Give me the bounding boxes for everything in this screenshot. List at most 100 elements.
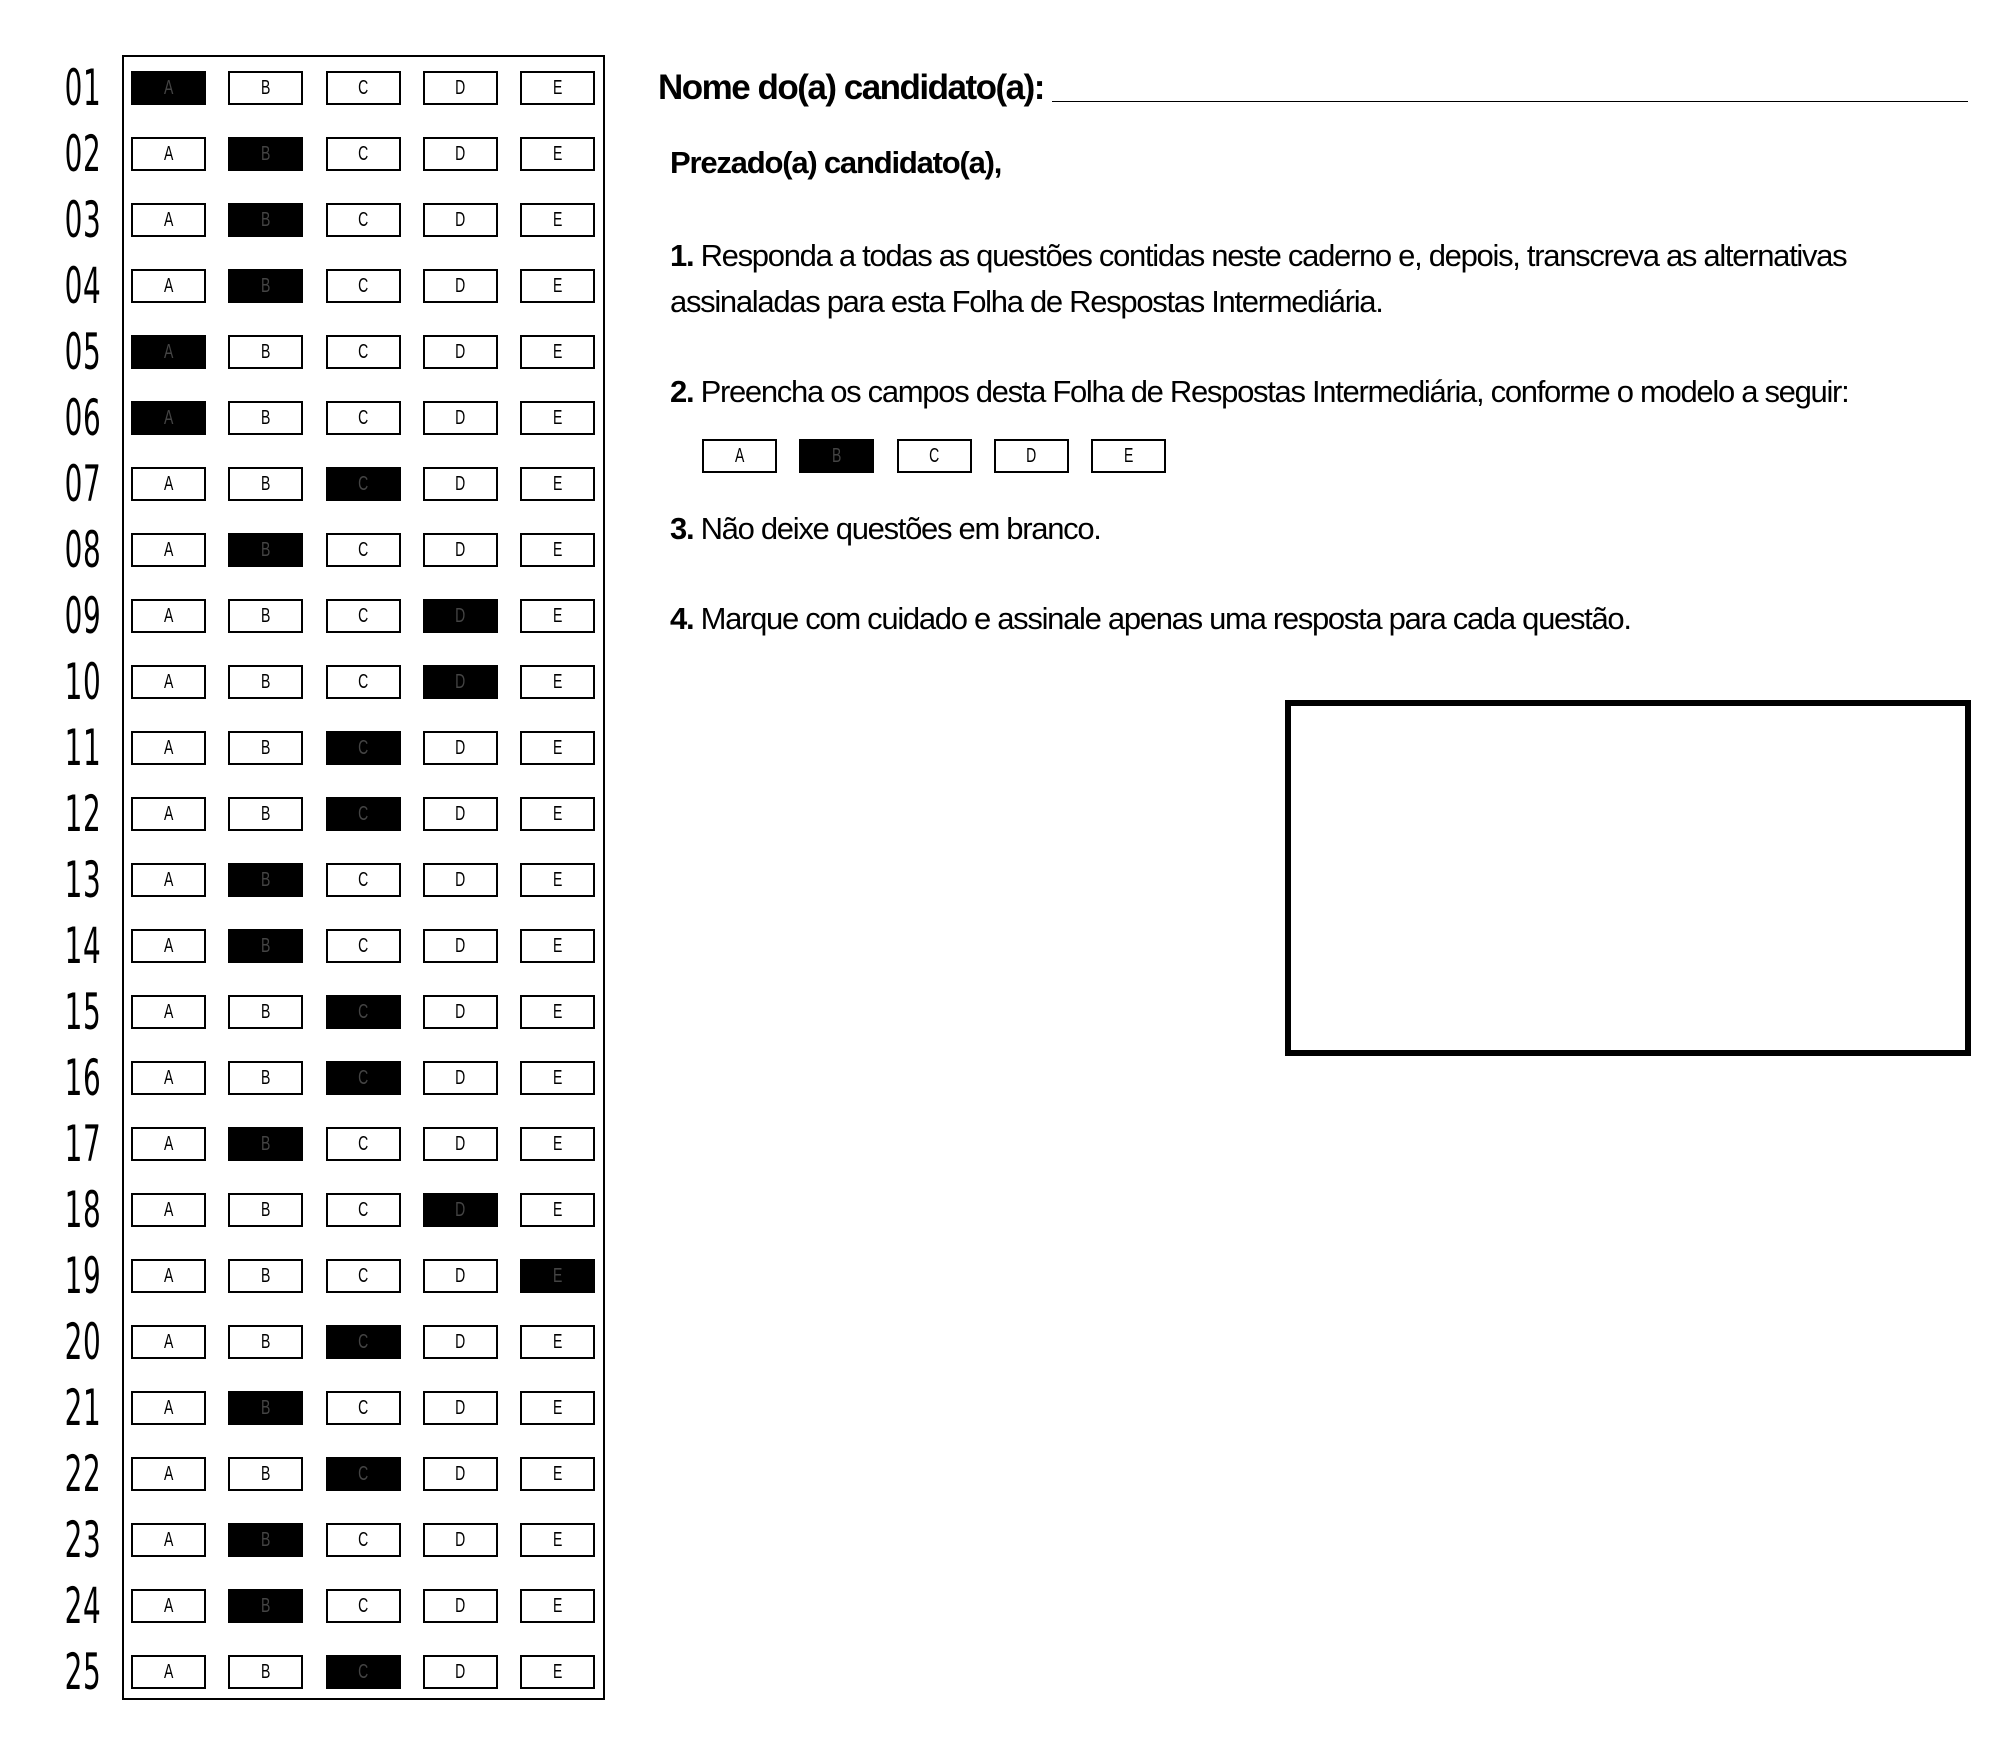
answer-bubble-b[interactable]: B	[228, 71, 303, 105]
answer-bubble-b[interactable]: B	[228, 797, 303, 831]
answer-bubble-c[interactable]: C	[326, 995, 401, 1029]
answer-bubble-c[interactable]: C	[326, 335, 401, 369]
answer-bubble-c[interactable]: C	[326, 1061, 401, 1095]
answer-bubble-e[interactable]: E	[520, 797, 595, 831]
answer-bubble-d[interactable]: D	[423, 1193, 498, 1227]
answer-bubble-b[interactable]: B	[228, 599, 303, 633]
answer-bubble-e[interactable]: E	[520, 995, 595, 1029]
answer-bubble-a[interactable]: A	[131, 731, 206, 765]
answer-bubble-e[interactable]: E	[520, 269, 595, 303]
answer-bubble-a[interactable]: A	[131, 533, 206, 567]
answer-bubble-a[interactable]: A	[131, 665, 206, 699]
answer-bubble-d[interactable]: D	[423, 401, 498, 435]
answer-bubble-e[interactable]: E	[520, 1391, 595, 1425]
answer-bubble-b[interactable]: B	[228, 1193, 303, 1227]
answer-bubble-d[interactable]: D	[423, 599, 498, 633]
answer-bubble-b[interactable]: B	[228, 137, 303, 171]
answer-bubble-a[interactable]: A	[131, 995, 206, 1029]
answer-bubble-d[interactable]: D	[423, 995, 498, 1029]
answer-bubble-c[interactable]: C	[326, 599, 401, 633]
answer-bubble-e[interactable]: E	[520, 1457, 595, 1491]
answer-bubble-d[interactable]: D	[423, 1259, 498, 1293]
answer-bubble-b[interactable]: B	[228, 1457, 303, 1491]
answer-bubble-b[interactable]: B	[228, 467, 303, 501]
answer-bubble-d[interactable]: D	[423, 203, 498, 237]
answer-bubble-b[interactable]: B	[228, 1589, 303, 1623]
answer-bubble-c[interactable]: C	[326, 1325, 401, 1359]
answer-bubble-e[interactable]: E	[520, 1127, 595, 1161]
answer-bubble-b[interactable]: B	[228, 995, 303, 1029]
answer-bubble-d[interactable]: D	[423, 731, 498, 765]
answer-bubble-d[interactable]: D	[423, 665, 498, 699]
answer-bubble-e[interactable]: E	[520, 731, 595, 765]
answer-bubble-b[interactable]: B	[228, 533, 303, 567]
answer-bubble-c[interactable]: C	[326, 1457, 401, 1491]
answer-bubble-c[interactable]: C	[326, 1193, 401, 1227]
answer-bubble-e[interactable]: E	[520, 1259, 595, 1293]
answer-bubble-b[interactable]: B	[228, 335, 303, 369]
answer-bubble-c[interactable]: C	[326, 929, 401, 963]
answer-bubble-d[interactable]: D	[423, 1325, 498, 1359]
answer-bubble-e[interactable]: E	[520, 335, 595, 369]
answer-bubble-b[interactable]: B	[228, 1523, 303, 1557]
answer-bubble-a[interactable]: A	[131, 797, 206, 831]
answer-bubble-b[interactable]: B	[228, 1655, 303, 1689]
answer-bubble-e[interactable]: E	[520, 665, 595, 699]
answer-bubble-a[interactable]: A	[131, 1259, 206, 1293]
answer-bubble-c[interactable]: C	[326, 137, 401, 171]
answer-bubble-d[interactable]: D	[423, 1457, 498, 1491]
answer-bubble-c[interactable]: C	[326, 71, 401, 105]
answer-bubble-c[interactable]: C	[326, 1523, 401, 1557]
answer-bubble-a[interactable]: A	[131, 335, 206, 369]
answer-bubble-d[interactable]: D	[423, 137, 498, 171]
answer-bubble-c[interactable]: C	[326, 863, 401, 897]
answer-bubble-e[interactable]: E	[520, 1061, 595, 1095]
answer-bubble-e[interactable]: E	[520, 533, 595, 567]
answer-bubble-d[interactable]: D	[423, 797, 498, 831]
answer-bubble-d[interactable]: D	[423, 533, 498, 567]
answer-bubble-e[interactable]: E	[520, 137, 595, 171]
answer-bubble-b[interactable]: B	[228, 1325, 303, 1359]
answer-bubble-e[interactable]: E	[520, 1193, 595, 1227]
answer-bubble-b[interactable]: B	[228, 731, 303, 765]
answer-bubble-a[interactable]: A	[131, 1391, 206, 1425]
answer-bubble-d[interactable]: D	[423, 1589, 498, 1623]
answer-bubble-c[interactable]: C	[326, 797, 401, 831]
answer-bubble-e[interactable]: E	[520, 401, 595, 435]
answer-bubble-d[interactable]: D	[423, 335, 498, 369]
signature-box[interactable]	[1285, 700, 1971, 1056]
answer-bubble-a[interactable]: A	[131, 1589, 206, 1623]
answer-bubble-d[interactable]: D	[423, 269, 498, 303]
answer-bubble-a[interactable]: A	[131, 1655, 206, 1689]
answer-bubble-d[interactable]: D	[423, 1655, 498, 1689]
answer-bubble-c[interactable]: C	[326, 1127, 401, 1161]
answer-bubble-b[interactable]: B	[228, 1391, 303, 1425]
answer-bubble-c[interactable]: C	[326, 401, 401, 435]
answer-bubble-b[interactable]: B	[228, 269, 303, 303]
answer-bubble-c[interactable]: C	[326, 1655, 401, 1689]
answer-bubble-a[interactable]: A	[131, 1061, 206, 1095]
answer-bubble-e[interactable]: E	[520, 929, 595, 963]
answer-bubble-c[interactable]: C	[326, 467, 401, 501]
answer-bubble-b[interactable]: B	[228, 203, 303, 237]
answer-bubble-b[interactable]: B	[228, 665, 303, 699]
answer-bubble-a[interactable]: A	[131, 203, 206, 237]
answer-bubble-a[interactable]: A	[131, 1457, 206, 1491]
answer-bubble-b[interactable]: B	[228, 929, 303, 963]
answer-bubble-e[interactable]: E	[520, 71, 595, 105]
answer-bubble-b[interactable]: B	[228, 863, 303, 897]
answer-bubble-b[interactable]: B	[228, 1061, 303, 1095]
answer-bubble-c[interactable]: C	[326, 1259, 401, 1293]
answer-bubble-a[interactable]: A	[131, 929, 206, 963]
answer-bubble-b[interactable]: B	[228, 1127, 303, 1161]
answer-bubble-c[interactable]: C	[326, 533, 401, 567]
answer-bubble-e[interactable]: E	[520, 1523, 595, 1557]
answer-bubble-d[interactable]: D	[423, 467, 498, 501]
answer-bubble-e[interactable]: E	[520, 1325, 595, 1359]
answer-bubble-d[interactable]: D	[423, 1523, 498, 1557]
answer-bubble-a[interactable]: A	[131, 1325, 206, 1359]
answer-bubble-e[interactable]: E	[520, 1655, 595, 1689]
answer-bubble-d[interactable]: D	[423, 863, 498, 897]
answer-bubble-c[interactable]: C	[326, 1589, 401, 1623]
answer-bubble-d[interactable]: D	[423, 1061, 498, 1095]
